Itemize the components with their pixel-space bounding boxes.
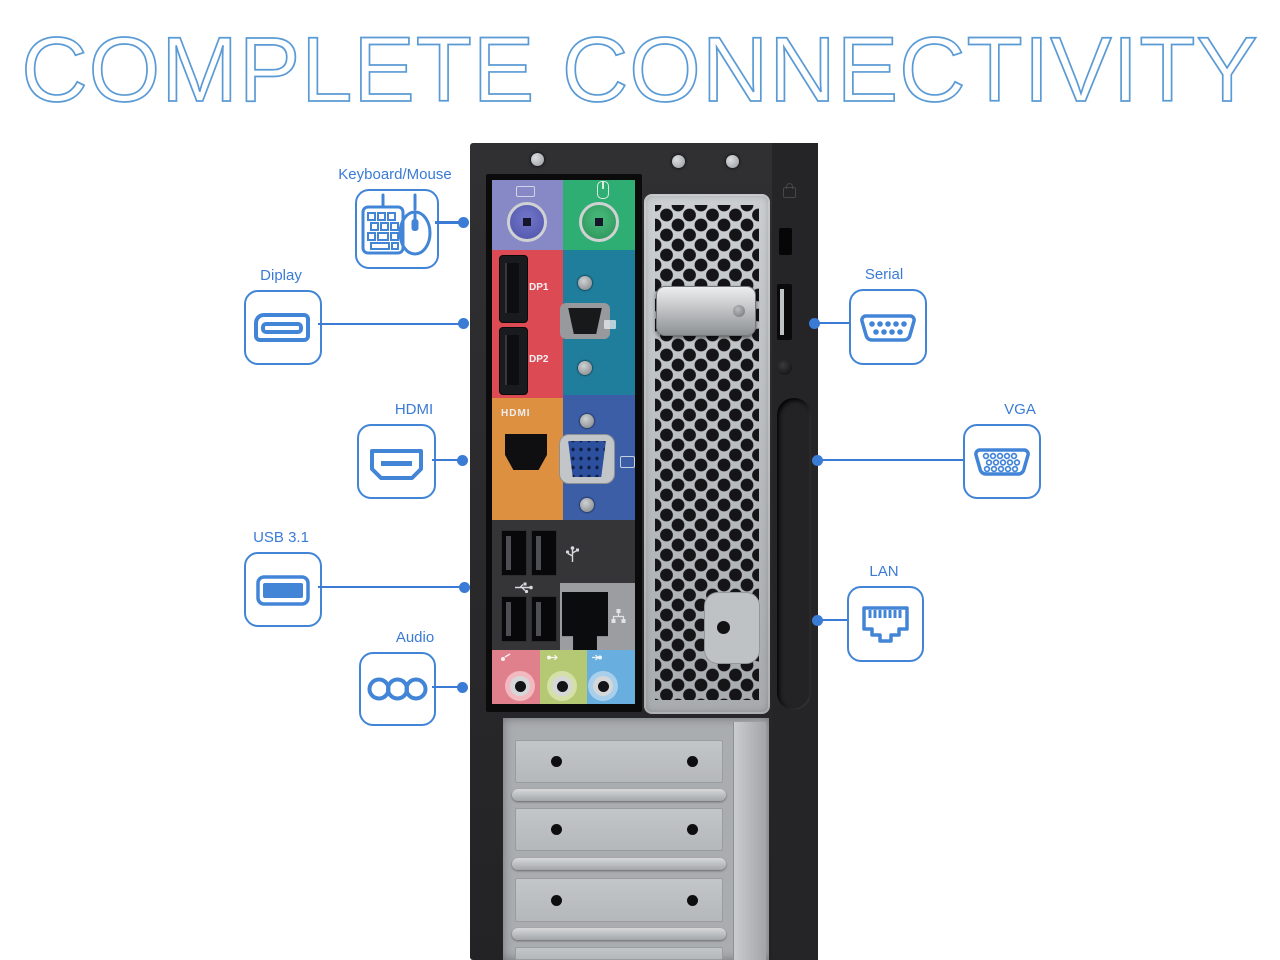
callout-label-audio: Audio [395, 629, 435, 646]
mic-glyph-icon [501, 653, 511, 661]
lan-port-icon [862, 606, 909, 643]
mic-jack [505, 671, 535, 701]
callout-dot-audio [457, 681, 468, 693]
displayport-icon [254, 313, 310, 342]
thumbscrew [777, 360, 792, 375]
chassis-screw [672, 155, 685, 168]
callout-label-usb: USB 3.1 [253, 529, 309, 546]
keyboard-mouse-icon [361, 193, 432, 256]
callout-box-vga [963, 424, 1041, 499]
serial-screw [578, 361, 592, 375]
vent-plate [704, 592, 760, 664]
line-in-jack [588, 671, 618, 701]
slot-cover [515, 947, 723, 960]
line-in-glyph-icon [592, 654, 602, 661]
usb-port-3 [501, 596, 527, 642]
vga-screw [580, 498, 594, 512]
slot-bracket-rail [733, 722, 766, 960]
callout-dot-vga [811, 454, 823, 466]
vga-screw [580, 414, 594, 428]
callout-line-hdmi [432, 458, 463, 461]
callout-box-lan [847, 586, 924, 662]
callout-box-keyboard-mouse [355, 189, 439, 269]
usb-glyph-icon [515, 582, 533, 594]
slot-cover-hole [551, 756, 562, 767]
monitor-glyph-icon [620, 456, 635, 468]
ps2-mouse-port [579, 202, 619, 242]
hdmi-port [505, 434, 547, 470]
slot-cover-hole [687, 824, 698, 835]
slot-cover-hole [687, 756, 698, 767]
dp2-label: DP2 [529, 354, 549, 365]
side-slot [777, 284, 792, 340]
serial-db9-port [560, 303, 610, 339]
callout-label-display: Diplay [260, 267, 302, 284]
callout-box-audio [359, 652, 436, 726]
callout-dot-display [458, 318, 469, 329]
displayport-2-port [499, 327, 528, 395]
callout-box-hdmi [357, 424, 436, 499]
line-out-jack [547, 671, 577, 701]
serial-glyph-icon [604, 320, 616, 329]
slot-cover-hole [551, 895, 562, 906]
callout-label-vga: VGA [1004, 401, 1036, 418]
callout-line-keyboard-mouse [435, 221, 463, 224]
vga-db15-port [559, 434, 615, 484]
callout-line-vga [817, 458, 963, 461]
padlock-glyph-icon [783, 183, 796, 198]
chassis-screw [726, 155, 739, 168]
slot-ridge [512, 858, 726, 870]
serial-port-icon [860, 314, 916, 342]
callout-line-usb [318, 585, 465, 588]
callout-line-lan [817, 618, 847, 621]
line-out-glyph-icon [547, 654, 558, 661]
side-bezel-groove [777, 398, 811, 710]
vga-port-icon [974, 448, 1030, 476]
slot-cover-hole [687, 895, 698, 906]
callout-label-serial: Serial [864, 266, 904, 283]
kensington-slot [779, 228, 792, 255]
callout-line-display [318, 322, 464, 325]
callout-box-display [244, 290, 322, 365]
network-glyph-icon [611, 609, 626, 623]
metal-latch-handle [656, 286, 756, 336]
slot-ridge [512, 789, 726, 801]
displayport-1-port [499, 255, 528, 323]
usb-port-2 [531, 530, 557, 576]
callout-label-hdmi: HDMI [394, 401, 434, 418]
usb-glyph-icon [565, 546, 579, 562]
page-title: COMPLETE CONNECTIVITY [20, 18, 1259, 122]
callout-dot-lan [811, 614, 823, 626]
callout-label-lan: LAN [869, 563, 899, 580]
chassis-screw [531, 153, 544, 166]
keyboard-glyph-icon [516, 186, 535, 197]
audio-jacks-icon [367, 677, 428, 701]
hdmi-icon [370, 449, 423, 480]
callout-label-keyboard-mouse: Keyboard/Mouse [338, 166, 452, 183]
slot-cover-hole [551, 824, 562, 835]
serial-screw [578, 276, 592, 290]
callout-dot-usb [459, 581, 470, 593]
usb-icon [256, 575, 310, 606]
ps2-keyboard-port [507, 202, 547, 242]
hdmi-logo-label: HDMI [501, 408, 531, 419]
callout-dot-hdmi [457, 454, 468, 466]
callout-box-serial [849, 289, 927, 365]
callout-dot-serial [808, 317, 820, 329]
mouse-glyph-icon [597, 181, 609, 199]
usb-port-1 [501, 530, 527, 576]
callout-line-audio [432, 685, 463, 688]
callout-line-serial [814, 321, 849, 324]
callout-dot-keyboard-mouse [457, 216, 469, 228]
slot-ridge [512, 928, 726, 940]
usb-port-4 [531, 596, 557, 642]
callout-box-usb [244, 552, 322, 627]
dp1-label: DP1 [529, 282, 549, 293]
